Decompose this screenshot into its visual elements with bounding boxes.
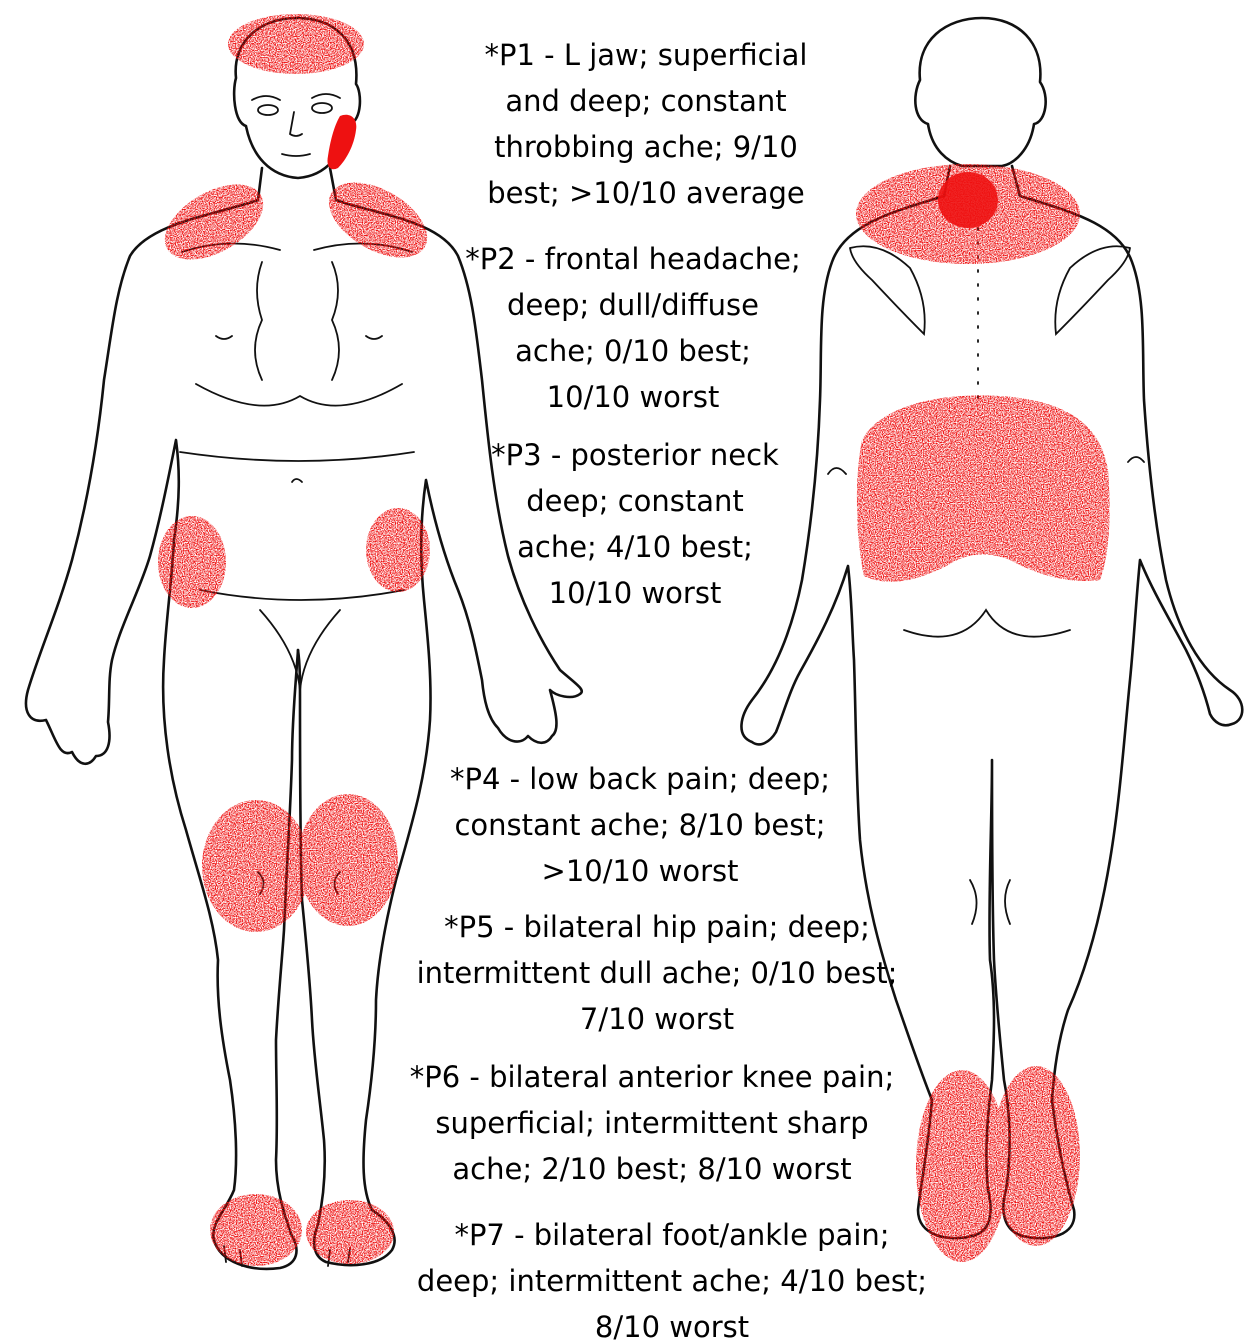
- posterior-scapula-right: [1055, 246, 1130, 334]
- anterior-waist: [180, 452, 414, 461]
- annotation-p5-line: 7/10 worst: [392, 996, 922, 1042]
- annotation-p1-line: *P1 - L jaw; superficial: [456, 32, 836, 78]
- pain-mark-p2-forehead: [228, 14, 364, 74]
- pain-mark-p6-knee-right: [298, 794, 398, 926]
- pain-mark-p3-neck-core: [938, 172, 998, 228]
- pain-mark-p5-hip-right: [366, 508, 430, 592]
- annotation-p4-line: >10/10 worst: [420, 848, 860, 894]
- annotation-p1-line: best; >10/10 average: [456, 170, 836, 216]
- annotation-p3-line: 10/10 worst: [460, 570, 810, 616]
- annotation-p3-line: *P3 - posterior neck: [460, 432, 810, 478]
- annotation-p2: *P2 - frontal headache; deep; dull/diffu…: [438, 236, 828, 420]
- anterior-navel: [292, 479, 302, 482]
- pain-mark-p3-shoulder-left: [152, 169, 276, 275]
- annotation-p6: *P6 - bilateral anterior knee pain; supe…: [382, 1054, 922, 1192]
- pain-mark-p7-foot-right-anterior: [306, 1200, 394, 1264]
- anterior-neck-outline: [258, 168, 336, 200]
- annotation-p5: *P5 - bilateral hip pain; deep; intermit…: [392, 904, 922, 1042]
- annotation-p4-line: constant ache; 8/10 best;: [420, 802, 860, 848]
- anterior-nose: [290, 112, 302, 136]
- annotation-p1-line: throbbing ache; 9/10: [456, 124, 836, 170]
- annotation-p1-line: and deep; constant: [456, 78, 836, 124]
- pain-mark-p7-foot-right-posterior: [992, 1066, 1080, 1246]
- annotation-p2-line: *P2 - frontal headache;: [438, 236, 828, 282]
- anterior-eye-right: [312, 103, 332, 113]
- annotation-p7: *P7 - bilateral foot/ankle pain; deep; i…: [392, 1212, 952, 1341]
- annotation-p7-line: deep; intermittent ache; 4/10 best;: [392, 1258, 952, 1304]
- annotation-p4: *P4 - low back pain; deep; constant ache…: [420, 756, 860, 894]
- posterior-head-outline: [915, 18, 1045, 166]
- annotation-p2-line: ache; 0/10 best;: [438, 328, 828, 374]
- annotation-p2-line: deep; dull/diffuse: [438, 282, 828, 328]
- annotation-p7-line: 8/10 worst: [392, 1304, 952, 1341]
- posterior-buttocks: [904, 610, 1070, 637]
- pain-mark-p6-knee-left: [202, 800, 310, 932]
- annotation-p6-line: superficial; intermittent sharp: [382, 1100, 922, 1146]
- annotation-p4-line: *P4 - low back pain; deep;: [420, 756, 860, 802]
- annotation-p3: *P3 - posterior neck deep; constant ache…: [460, 432, 810, 616]
- annotation-p6-line: *P6 - bilateral anterior knee pain;: [382, 1054, 922, 1100]
- pain-mark-p3-shoulder-right: [316, 167, 440, 273]
- pain-mark-p5-hip-left: [158, 516, 226, 608]
- annotation-p2-line: 10/10 worst: [438, 374, 828, 420]
- anterior-groin: [200, 590, 404, 690]
- anterior-eyebrow-right: [312, 94, 340, 98]
- annotation-p3-line: deep; constant: [460, 478, 810, 524]
- anterior-eyebrow-left: [252, 96, 280, 100]
- anterior-torso-outline: [26, 200, 298, 1269]
- pain-mark-p4-low-back: [857, 395, 1110, 581]
- annotation-p7-line: *P7 - bilateral foot/ankle pain;: [392, 1212, 952, 1258]
- annotation-p6-line: ache; 2/10 best; 8/10 worst: [382, 1146, 922, 1192]
- annotation-p5-line: intermittent dull ache; 0/10 best;: [392, 950, 922, 996]
- anterior-nipples: [216, 336, 382, 339]
- annotation-p3-line: ache; 4/10 best;: [460, 524, 810, 570]
- anterior-ribcage: [196, 262, 402, 406]
- anterior-mouth: [282, 154, 310, 156]
- anterior-eye-left: [258, 105, 278, 115]
- annotation-p1: *P1 - L jaw; superficial and deep; const…: [456, 32, 836, 216]
- pain-mark-p1-left-jaw: [327, 115, 356, 169]
- annotation-p5-line: *P5 - bilateral hip pain; deep;: [392, 904, 922, 950]
- posterior-scapula-left: [850, 246, 925, 334]
- pain-mark-p7-foot-left-anterior: [210, 1194, 302, 1266]
